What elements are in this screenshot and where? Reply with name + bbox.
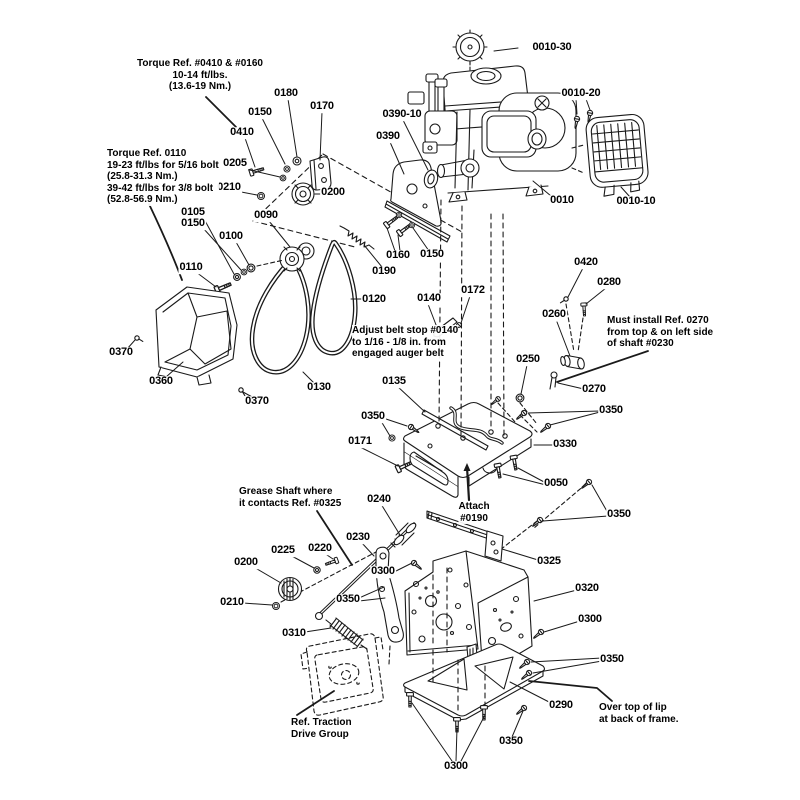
part-label-0180: 0180 <box>273 87 299 100</box>
part-label-0172: 0172 <box>460 284 486 297</box>
attach-arrowhead <box>463 463 471 471</box>
part-label-0200-arm: 0200 <box>233 556 259 569</box>
belt-cover <box>155 286 238 386</box>
part-label-0240: 0240 <box>366 493 392 506</box>
part-label-0090: 0090 <box>253 209 279 222</box>
part-label-0010-20: 0010-20 <box>560 87 602 100</box>
part-label-0100: 0100 <box>218 230 244 243</box>
annotation-torque-note-engine: Torque Ref. #0410 & #0160 10-14 ft/lbs. … <box>137 58 263 93</box>
part-label-0350-frame-left: 0350 <box>335 593 361 606</box>
projection-dashes <box>438 199 505 436</box>
part-label-0150-idler: 0150 <box>247 106 273 119</box>
part-label-0135: 0135 <box>381 375 407 388</box>
part-label-0260: 0260 <box>541 308 567 321</box>
annotation-traction-note: Ref. Traction Drive Group <box>291 717 352 740</box>
idler-pulley-top <box>291 182 315 206</box>
part-label-0320: 0320 <box>574 582 600 595</box>
traction-drive-panel <box>300 633 391 716</box>
part-label-0220: 0220 <box>307 542 333 555</box>
part-label-0300-frame-right: 0300 <box>577 613 603 626</box>
annotation-grease-note: Grease Shaft where it contacts Ref. #032… <box>239 486 342 509</box>
part-label-0150-pulley: 0150 <box>180 217 206 230</box>
mount-bracket <box>426 510 504 562</box>
annotation-lip-note: Over top of lip at back of frame. <box>599 702 679 725</box>
part-label-0010-30: 0010-30 <box>531 41 573 54</box>
part-label-0350-tray-lower: 0350 <box>606 508 632 521</box>
part-label-0200-idler: 0200 <box>320 186 346 199</box>
part-label-0310: 0310 <box>281 627 307 640</box>
part-label-0010-10: 0010-10 <box>615 195 657 208</box>
annotation-torque-note-0110: Torque Ref. 0110 19-23 ft/lbs for 5/16 b… <box>107 148 219 206</box>
annotation-install-note: Must install Ref. 0270 from top & on lef… <box>607 315 714 350</box>
part-label-0350-base-right: 0350 <box>599 653 625 666</box>
idler-spring <box>339 225 375 250</box>
part-label-0130: 0130 <box>306 381 332 394</box>
part-label-0280: 0280 <box>596 276 622 289</box>
part-label-0360: 0360 <box>148 375 174 388</box>
part-label-0290: 0290 <box>548 699 574 712</box>
part-label-0210-arm: 0210 <box>219 596 245 609</box>
part-label-0225: 0225 <box>270 544 296 557</box>
part-label-0150-plate: 0150 <box>419 248 445 261</box>
part-label-0330: 0330 <box>552 438 578 451</box>
part-label-0420: 0420 <box>573 256 599 269</box>
part-label-0120: 0120 <box>361 293 387 306</box>
part-label-0105: 0105 <box>180 206 206 219</box>
part-label-0350-base-front: 0350 <box>498 735 524 748</box>
engine-pulley <box>279 242 315 272</box>
part-label-0140: 0140 <box>416 292 442 305</box>
part-label-0205: 0205 <box>222 157 248 170</box>
part-label-0370-bottom: 0370 <box>244 395 270 408</box>
part-label-0170: 0170 <box>309 100 335 113</box>
engine-illustration <box>407 29 577 203</box>
fuel-cap-illustration <box>452 29 488 71</box>
part-label-0250: 0250 <box>515 353 541 366</box>
part-label-0300-base: 0300 <box>443 760 469 773</box>
annotation-attach-note: Attach #0190 <box>458 501 490 524</box>
belt-guard-plate <box>384 159 451 243</box>
part-label-0325: 0325 <box>536 555 562 568</box>
part-label-0390: 0390 <box>375 130 401 143</box>
part-label-0110: 0110 <box>178 261 204 274</box>
drive-belt <box>310 239 358 356</box>
idler-pulley-bottom <box>277 576 303 602</box>
part-label-0270: 0270 <box>581 383 607 396</box>
muffler-illustration <box>585 113 649 197</box>
part-label-0350-tray-right: 0350 <box>598 404 624 417</box>
part-label-0160: 0160 <box>385 249 411 262</box>
annotation-belt-stop-note: Adjust belt stop #0140 to 1/16 - 1/8 in.… <box>352 325 459 360</box>
part-label-0300-frame-left: 0300 <box>370 565 396 578</box>
part-label-0210-idler: 0210 <box>216 181 242 194</box>
shaft-hardware <box>489 295 589 425</box>
part-label-0050: 0050 <box>543 477 569 490</box>
part-label-0370-left: 0370 <box>108 346 134 359</box>
part-label-0390-10: 0390-10 <box>381 108 423 121</box>
part-label-0350-tray-left: 0350 <box>360 410 386 423</box>
part-label-0230: 0230 <box>345 531 371 544</box>
part-label-0190: 0190 <box>371 265 397 278</box>
part-label-0171: 0171 <box>347 435 373 448</box>
part-label-0410: 0410 <box>229 126 255 139</box>
part-label-0010: 0010 <box>549 194 575 207</box>
idler-bracket <box>309 156 332 191</box>
